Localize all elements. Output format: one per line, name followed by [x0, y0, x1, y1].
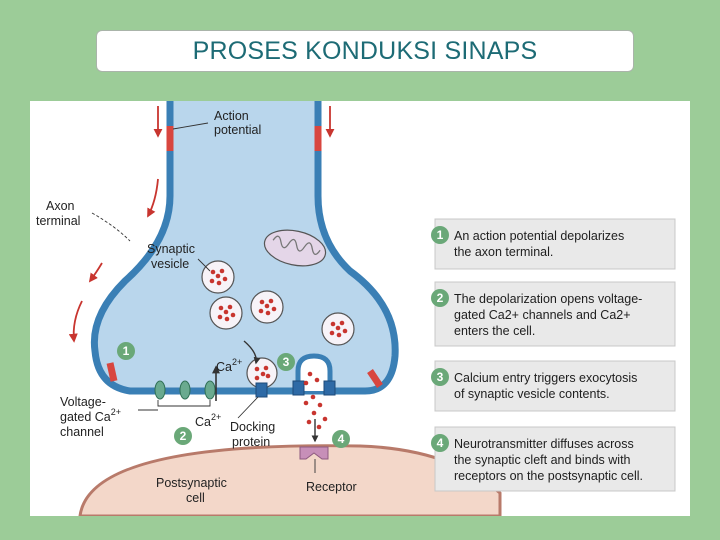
synapse-figure: 1 2 3 4 Action potential Axon terminal S… — [30, 101, 690, 516]
svg-text:1: 1 — [123, 344, 130, 358]
label-postsynaptic-cell: Postsynaptic — [156, 476, 227, 490]
mitochondrion — [263, 229, 327, 267]
action-potential-markers — [106, 126, 383, 388]
step-box-2: 2 The depolarization opens voltage- gate… — [431, 281, 676, 347]
depolarization-arrows — [68, 106, 335, 343]
svg-text:1: 1 — [437, 228, 444, 242]
label-axon-terminal: Axon — [46, 199, 75, 213]
leader-lines — [91, 122, 316, 473]
docking-protein — [255, 382, 268, 398]
slide-title-box: PROSES KONDUKSI SINAPS — [96, 30, 634, 72]
svg-text:4: 4 — [338, 432, 345, 446]
svg-text:An action potential depolarize: An action potential depolarizes — [454, 229, 624, 243]
label-axon-terminal-2: terminal — [36, 214, 80, 228]
label-action-potential-2: potential — [214, 123, 261, 137]
label-ca-ion: Ca2+ — [216, 357, 242, 374]
synaptic-vesicle — [250, 290, 284, 324]
step-box-4: 4 Neurotransmitter diffuses across the s… — [431, 426, 676, 492]
synaptic-vesicle — [201, 260, 235, 294]
svg-text:Neurotransmitter diffuses acro: Neurotransmitter diffuses across — [454, 437, 634, 451]
docking-protein — [292, 380, 305, 396]
neurotransmitter-molecules — [303, 371, 328, 430]
axon-terminal — [90, 101, 399, 395]
slide-title: PROSES KONDUKSI SINAPS — [192, 36, 538, 65]
label-receptor: Receptor — [306, 480, 357, 494]
step-badge-2: 2 — [174, 427, 192, 445]
synapse-diagram: 1 2 3 4 Action potential Axon terminal S… — [36, 101, 676, 516]
label-vgcc-2: gated Ca2+ — [60, 407, 121, 424]
step-box-3: 3 Calcium entry triggers exocytosis of s… — [431, 360, 676, 412]
svg-text:gated Ca2+ channels and Ca2+: gated Ca2+ channels and Ca2+ — [454, 308, 631, 322]
label-docking-protein: Docking — [230, 420, 275, 434]
label-ca-ion-2: Ca2+ — [195, 412, 221, 429]
label-postsynaptic-cell-2: cell — [186, 491, 205, 505]
step-badge-3: 3 — [277, 353, 295, 371]
synaptic-vesicle — [321, 312, 355, 346]
receptor-shape — [299, 446, 329, 460]
svg-text:enters the cell.: enters the cell. — [454, 324, 535, 338]
label-vgcc: Voltage- — [60, 395, 106, 409]
svg-text:3: 3 — [437, 370, 444, 384]
label-vgcc-3: channel — [60, 425, 104, 439]
svg-text:2: 2 — [180, 429, 187, 443]
svg-text:The depolarization opens volta: The depolarization opens voltage- — [454, 292, 642, 306]
label-docking-protein-2: protein — [232, 435, 270, 449]
svg-text:2: 2 — [437, 291, 444, 305]
vesicle-arrow — [243, 340, 261, 365]
svg-text:the synaptic cleft and binds w: the synaptic cleft and binds with — [454, 453, 631, 467]
label-synaptic-vesicle-2: vesicle — [151, 257, 189, 271]
label-synaptic-vesicle: Synaptic — [147, 242, 195, 256]
label-action-potential: Action — [214, 109, 249, 123]
voltage-gated-ca-channel — [154, 380, 216, 400]
step-box-1: 1 An action potential depolarizes the ax… — [431, 218, 676, 270]
svg-text:of synaptic vesicle contents.: of synaptic vesicle contents. — [454, 387, 610, 401]
step-badge-4: 4 — [332, 430, 350, 448]
svg-text:Calcium entry triggers exocyto: Calcium entry triggers exocytosis — [454, 371, 637, 385]
synaptic-vesicle — [209, 296, 243, 330]
svg-text:the axon terminal.: the axon terminal. — [454, 245, 553, 259]
svg-text:3: 3 — [283, 355, 290, 369]
docking-protein — [323, 380, 336, 396]
step-badge-1: 1 — [117, 342, 135, 360]
svg-text:4: 4 — [437, 436, 444, 450]
svg-text:receptors on the postsynaptic: receptors on the postsynaptic cell. — [454, 469, 643, 483]
